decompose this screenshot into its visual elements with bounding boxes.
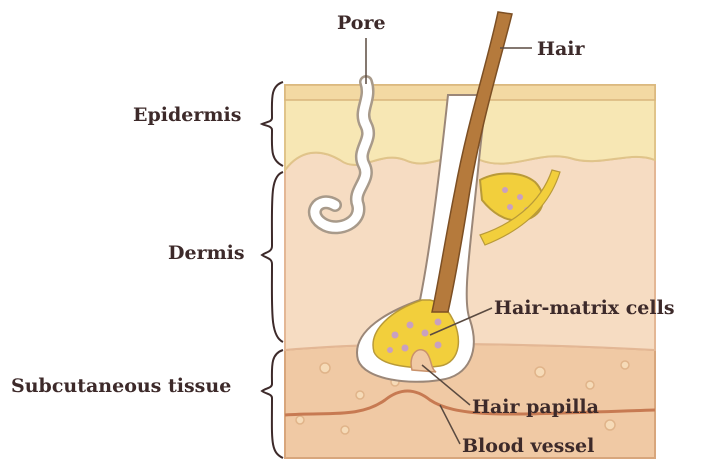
pore-label: Pore <box>337 14 386 33</box>
hair-papilla-label: Hair papilla <box>472 398 599 417</box>
hair-label: Hair <box>537 40 585 59</box>
blood-vessel-label: Blood vessel <box>462 437 594 456</box>
dermis-bracket <box>262 172 283 342</box>
subcutaneous-tissue-label: Subcutaneous tissue <box>11 377 231 396</box>
epidermis-bracket <box>262 82 283 166</box>
epidermis-label: Epidermis <box>133 106 241 125</box>
dermis-label: Dermis <box>168 244 245 263</box>
hair-matrix-cells-label: Hair-matrix cells <box>494 299 675 318</box>
subcutaneous-bracket <box>262 350 283 458</box>
